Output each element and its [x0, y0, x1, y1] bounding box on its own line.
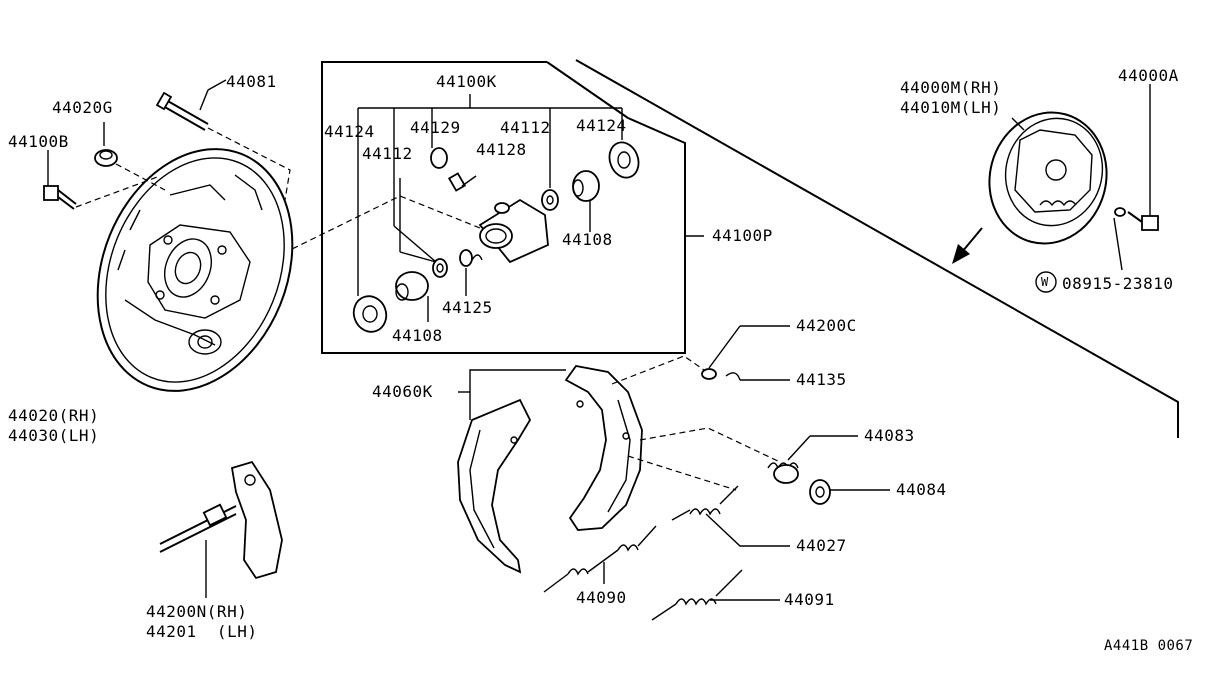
- label-44030-lh: 44030(LH): [8, 426, 100, 445]
- label-44027: 44027: [796, 536, 847, 555]
- brake-assembly-rh-drawing: [988, 84, 1159, 271]
- label-44124-left: 44124: [324, 122, 375, 141]
- label-44125: 44125: [442, 298, 493, 317]
- label-44020-rh: 44020(RH): [8, 406, 100, 425]
- direction-arrow: [952, 227, 983, 264]
- label-44135: 44135: [796, 370, 847, 389]
- label-44100b: 44100B: [8, 132, 69, 151]
- label-44108-left: 44108: [392, 326, 443, 345]
- kit-leader-lines: [357, 94, 704, 322]
- label-44128: 44128: [476, 140, 527, 159]
- figure-code: A441B 0067: [1104, 638, 1194, 654]
- adjuster-parts-drawing: [611, 325, 790, 385]
- parking-lever-drawing: [159, 460, 283, 598]
- label-44112-left: 44112: [362, 144, 413, 163]
- wheel-cylinder-drawing: [289, 195, 549, 264]
- label-44201-lh: 44201 (LH): [146, 622, 258, 641]
- brake-shoes-drawing: [457, 365, 643, 574]
- return-spring-44090-drawing: [543, 525, 657, 593]
- label-44000a: 44000A: [1118, 66, 1179, 85]
- label-44010m-lh: 44010M(LH): [900, 98, 1002, 117]
- label-44100k: 44100K: [436, 72, 497, 91]
- label-44112-right: 44112: [500, 118, 551, 137]
- label-08915-23810: 08915-23810: [1062, 274, 1174, 293]
- label-44091: 44091: [784, 590, 835, 609]
- label-44124-right: 44124: [576, 116, 627, 135]
- cylinder-components-drawing: [352, 141, 640, 333]
- washer-mark-circle: [1035, 271, 1057, 293]
- hold-down-spring-drawing: [639, 427, 890, 505]
- label-44083: 44083: [864, 426, 915, 445]
- label-44100p: 44100P: [712, 226, 773, 245]
- label-44081: 44081: [226, 72, 277, 91]
- label-44200c: 44200C: [796, 316, 857, 335]
- label-44084: 44084: [896, 480, 947, 499]
- label-44000m-rh: 44000M(RH): [900, 78, 1002, 97]
- bolt-44100b-drawing: [43, 150, 161, 210]
- label-44020g: 44020G: [52, 98, 113, 117]
- grommet-44020g-drawing: [94, 122, 166, 191]
- backing-plate-drawing: [96, 148, 294, 392]
- label-44129: 44129: [410, 118, 461, 137]
- washer-mark-letter: W: [1041, 275, 1049, 289]
- label-44200n-rh: 44200N(RH): [146, 602, 248, 621]
- section-divider-line: [575, 59, 1179, 438]
- label-44060k: 44060K: [372, 382, 433, 401]
- label-44108-right: 44108: [562, 230, 613, 249]
- return-spring-44027-drawing: [627, 455, 790, 547]
- label-44090: 44090: [576, 588, 627, 607]
- return-spring-44091-drawing: [651, 569, 780, 621]
- bolt-44081-drawing: [155, 79, 291, 201]
